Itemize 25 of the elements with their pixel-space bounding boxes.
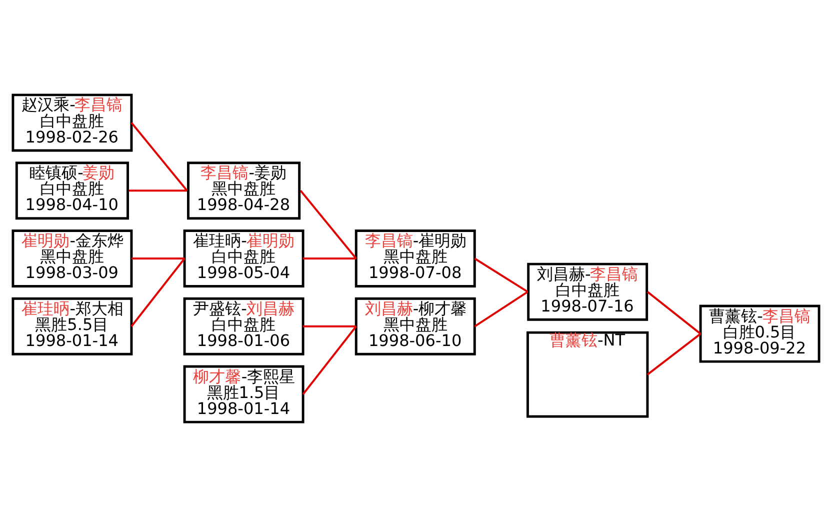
node-box: 柳才馨-李熙星 黑胜1.5目 1998-01-14 (183, 365, 304, 424)
connector (303, 325, 356, 328)
connector (303, 258, 356, 260)
connector (129, 190, 188, 192)
connector (646, 291, 702, 335)
connector (130, 258, 186, 327)
connector (474, 258, 528, 293)
node-box: 睦镇硕-姜勋 白中盘胜 1998-04-10 (15, 162, 129, 220)
connector (474, 291, 528, 328)
node-box: 李昌镐-崔明勋 黑中盘胜 1998-07-08 (354, 229, 476, 288)
node-box: 尹盛铉-刘昌赫 白中盘胜 1998-01-06 (183, 297, 304, 356)
node-box: 刘昌赫-柳才馨 黑中盘胜 1998-06-10 (354, 297, 476, 356)
node-box: 刘昌赫-李昌镐 白中盘胜 1998-07-16 (527, 262, 648, 321)
connector (302, 326, 357, 395)
connector (131, 258, 185, 260)
node-box: 崔珪昞-郑大相 黑胜5.5目 1998-01-14 (12, 297, 133, 356)
node-box: 赵汉乘-李昌镐 白中盘胜 1998-02-26 (12, 94, 133, 152)
node-box: 李昌镐-姜勋 黑中盘胜 1998-04-28 (187, 162, 301, 220)
node-box: 崔明勋-金东烨 黑中盘胜 1998-03-09 (12, 229, 133, 288)
node-box: 崔珪昞-崔明勋 白中盘胜 1998-05-04 (183, 229, 304, 288)
connector (300, 190, 357, 260)
connector (646, 333, 702, 376)
node-box: 曹薰铉-李昌镐 白胜0.5目 1998-09-22 (699, 304, 820, 363)
node-box: 曹薰铉-NT (526, 331, 649, 418)
connector (130, 122, 188, 192)
